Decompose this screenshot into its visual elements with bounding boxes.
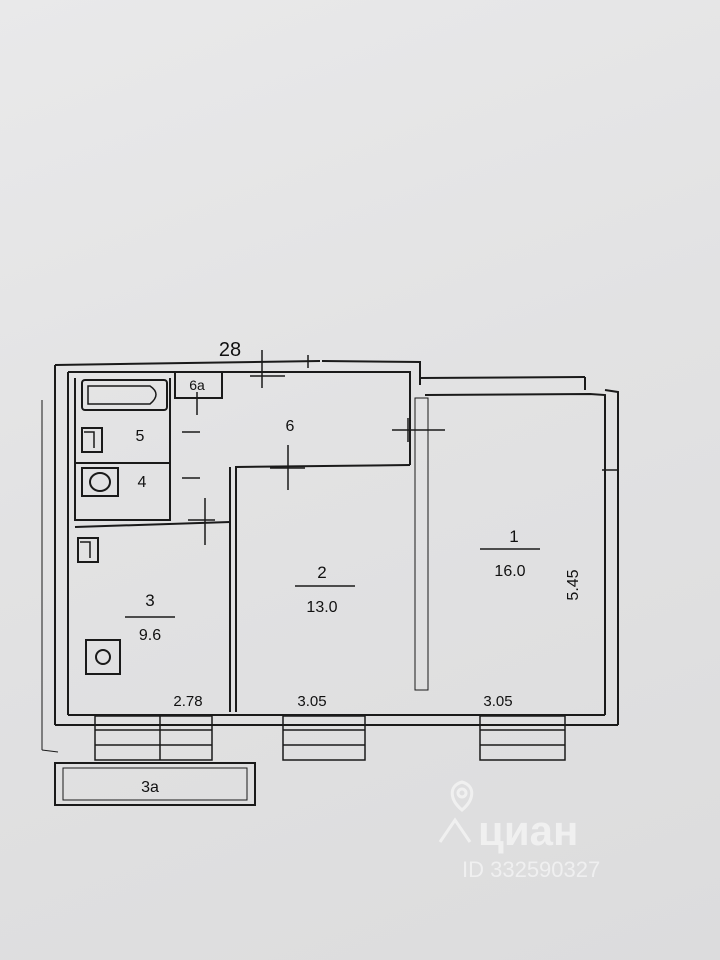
inner-walls xyxy=(67,371,606,716)
room-4-number: 4 xyxy=(138,474,147,491)
location-pin-icon xyxy=(438,780,474,843)
dimension-room1-length: 5.45 xyxy=(565,569,582,600)
watermark-id: ID 332590327 xyxy=(462,857,600,882)
window-middle xyxy=(282,715,366,761)
stove-icon xyxy=(85,639,121,675)
room-1-area: 16.0 xyxy=(494,563,525,580)
room-3-number: 3 xyxy=(145,591,154,610)
toilet-icon xyxy=(81,467,119,497)
outer-walls xyxy=(41,360,619,753)
room-6-number: 6 xyxy=(286,418,295,435)
dimension-room1-width: 3.05 xyxy=(483,693,512,710)
house-number: 28 xyxy=(219,339,241,361)
window-left xyxy=(94,715,213,761)
dimension-room3-width: 2.78 xyxy=(173,693,202,710)
room-2-area: 13.0 xyxy=(306,599,337,616)
balcony-number: 3а xyxy=(141,779,159,796)
room-2-number: 2 xyxy=(317,563,326,582)
room-5-number: 5 xyxy=(136,428,145,445)
watermark: циан ID 332590327 xyxy=(438,780,600,882)
watermark-brand: циан xyxy=(478,807,578,854)
sink-icon xyxy=(77,537,99,563)
bathtub-icon xyxy=(81,379,168,411)
room-3-area: 9.6 xyxy=(139,627,161,644)
door-markers xyxy=(182,350,618,545)
balcony xyxy=(54,762,256,806)
sink-icon xyxy=(81,427,103,453)
room-1-number: 1 xyxy=(509,527,518,546)
window-right xyxy=(479,715,566,761)
fraction-lines xyxy=(125,548,540,618)
dimension-room2-width: 3.05 xyxy=(297,693,326,710)
room-6a-number: 6а xyxy=(189,377,205,393)
